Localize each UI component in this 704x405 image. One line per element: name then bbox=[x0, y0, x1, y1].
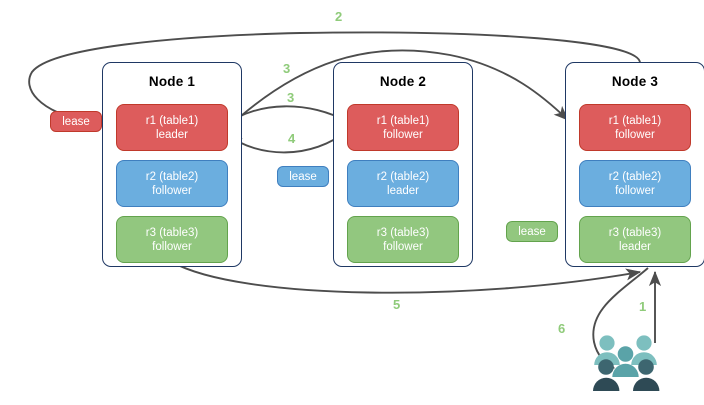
lease-badge-table1[interactable]: lease bbox=[50, 111, 102, 132]
replica-role: leader bbox=[156, 128, 188, 141]
node-title: Node 1 bbox=[148, 74, 196, 89]
replica-name: r2 (table2) bbox=[376, 170, 430, 183]
replica-list: r1 (table1) follower r2 (table2) followe… bbox=[566, 89, 704, 275]
replica-name: r2 (table2) bbox=[145, 170, 199, 183]
replica-list: r1 (table1) leader r2 (table2) follower … bbox=[103, 89, 241, 275]
replica-r2[interactable]: r2 (table2) follower bbox=[116, 160, 228, 207]
replica-r2[interactable]: r2 (table2) leader bbox=[347, 160, 459, 207]
step-label-3-node2: 3 bbox=[287, 90, 295, 105]
replica-name: r3 (table3) bbox=[145, 226, 199, 239]
replica-r3[interactable]: r3 (table3) follower bbox=[116, 216, 228, 263]
step-label-6: 6 bbox=[558, 321, 566, 336]
replica-list: r1 (table1) follower r2 (table2) leader … bbox=[334, 89, 472, 275]
node-title: Node 3 bbox=[611, 74, 659, 89]
replica-role: follower bbox=[152, 240, 192, 253]
edge-step-3-to-node2 bbox=[223, 105, 349, 127]
replica-r3[interactable]: r3 (table3) leader bbox=[579, 216, 691, 263]
lease-badge-table3[interactable]: lease bbox=[506, 221, 558, 242]
step-label-3-node3: 3 bbox=[283, 61, 291, 76]
node-title: Node 2 bbox=[379, 74, 427, 89]
replica-name: r1 (table1) bbox=[608, 114, 662, 127]
step-label-4: 4 bbox=[288, 131, 296, 146]
replica-r1[interactable]: r1 (table1) follower bbox=[579, 104, 691, 151]
replica-role: follower bbox=[383, 128, 423, 141]
users-group-icon bbox=[593, 335, 660, 391]
replica-role: follower bbox=[152, 184, 192, 197]
step-label-5: 5 bbox=[393, 297, 401, 312]
replica-role: leader bbox=[387, 184, 419, 197]
step-label-1: 1 bbox=[639, 299, 647, 314]
replica-name: r1 (table1) bbox=[376, 114, 430, 127]
node-container-node-1[interactable]: Node 1 r1 (table1) leader r2 (table2) fo… bbox=[102, 62, 242, 267]
replica-r3[interactable]: r3 (table3) follower bbox=[347, 216, 459, 263]
replica-role: follower bbox=[615, 184, 655, 197]
replica-name: r1 (table1) bbox=[145, 114, 199, 127]
replica-name: r3 (table3) bbox=[608, 226, 662, 239]
step-label-2: 2 bbox=[335, 9, 343, 24]
replica-r2[interactable]: r2 (table2) follower bbox=[579, 160, 691, 207]
replica-role: leader bbox=[619, 240, 651, 253]
replica-name: r3 (table3) bbox=[376, 226, 430, 239]
lease-badge-table2[interactable]: lease bbox=[277, 166, 329, 187]
node-container-node-2[interactable]: Node 2 r1 (table1) follower r2 (table2) … bbox=[333, 62, 473, 267]
replica-name: r2 (table2) bbox=[608, 170, 662, 183]
replica-role: follower bbox=[615, 128, 655, 141]
replica-r1[interactable]: r1 (table1) leader bbox=[116, 104, 228, 151]
replica-role: follower bbox=[383, 240, 423, 253]
node-container-node-3[interactable]: Node 3 r1 (table1) follower r2 (table2) … bbox=[565, 62, 704, 267]
replica-r1[interactable]: r1 (table1) follower bbox=[347, 104, 459, 151]
